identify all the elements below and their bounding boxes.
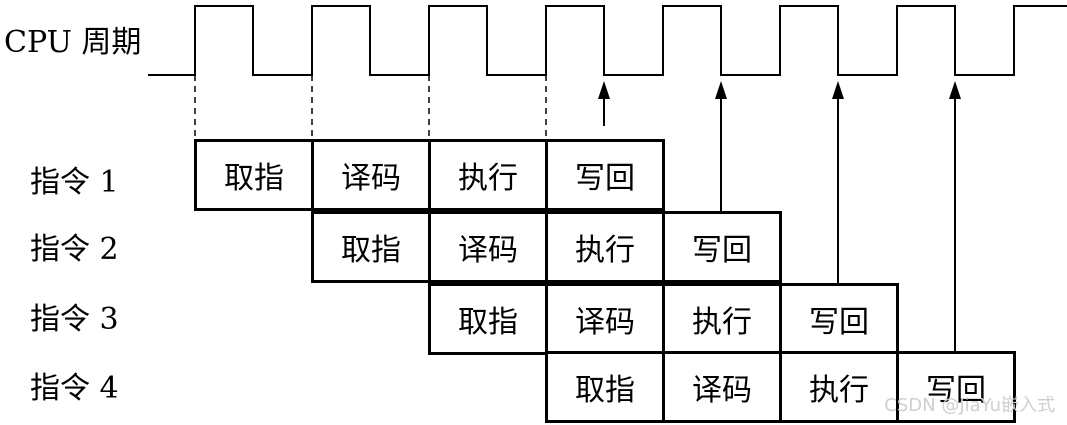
stage-cell: 写回 [662, 211, 782, 283]
writeback-arrow-head [715, 81, 727, 99]
writeback-arrow-head [949, 81, 961, 99]
instruction-label: 指令 4 [30, 371, 119, 406]
stage-cell: 写回 [545, 139, 665, 211]
instruction-label: 指令 1 [30, 165, 119, 200]
writeback-arrow-head [832, 81, 844, 99]
stage-cell: 译码 [311, 139, 431, 211]
stage-cell: 取指 [428, 283, 548, 355]
clock-line [148, 5, 1067, 76]
cpu-cycle-label: CPU 周期 [4, 25, 142, 60]
stage-cell: 执行 [662, 283, 782, 355]
stage-cell: 执行 [779, 351, 899, 423]
stage-cell: 写回 [779, 283, 899, 355]
instruction-label: 指令 2 [30, 232, 119, 267]
watermark: CSDN @JiaYu嵌入式 [884, 395, 1055, 416]
stage-cell: 写回 [896, 351, 1016, 423]
instruction-label: 指令 3 [30, 302, 119, 337]
stage-cell: 译码 [545, 283, 665, 355]
stage-cell: 取指 [194, 139, 314, 211]
stage-cell: 译码 [428, 211, 548, 283]
writeback-arrow-head [598, 81, 610, 99]
stage-cell: 执行 [428, 139, 548, 211]
stage-cell: 取指 [311, 211, 431, 283]
stage-cell: 译码 [662, 351, 782, 423]
stage-cell: 取指 [545, 351, 665, 423]
stage-cell: 执行 [545, 211, 665, 283]
